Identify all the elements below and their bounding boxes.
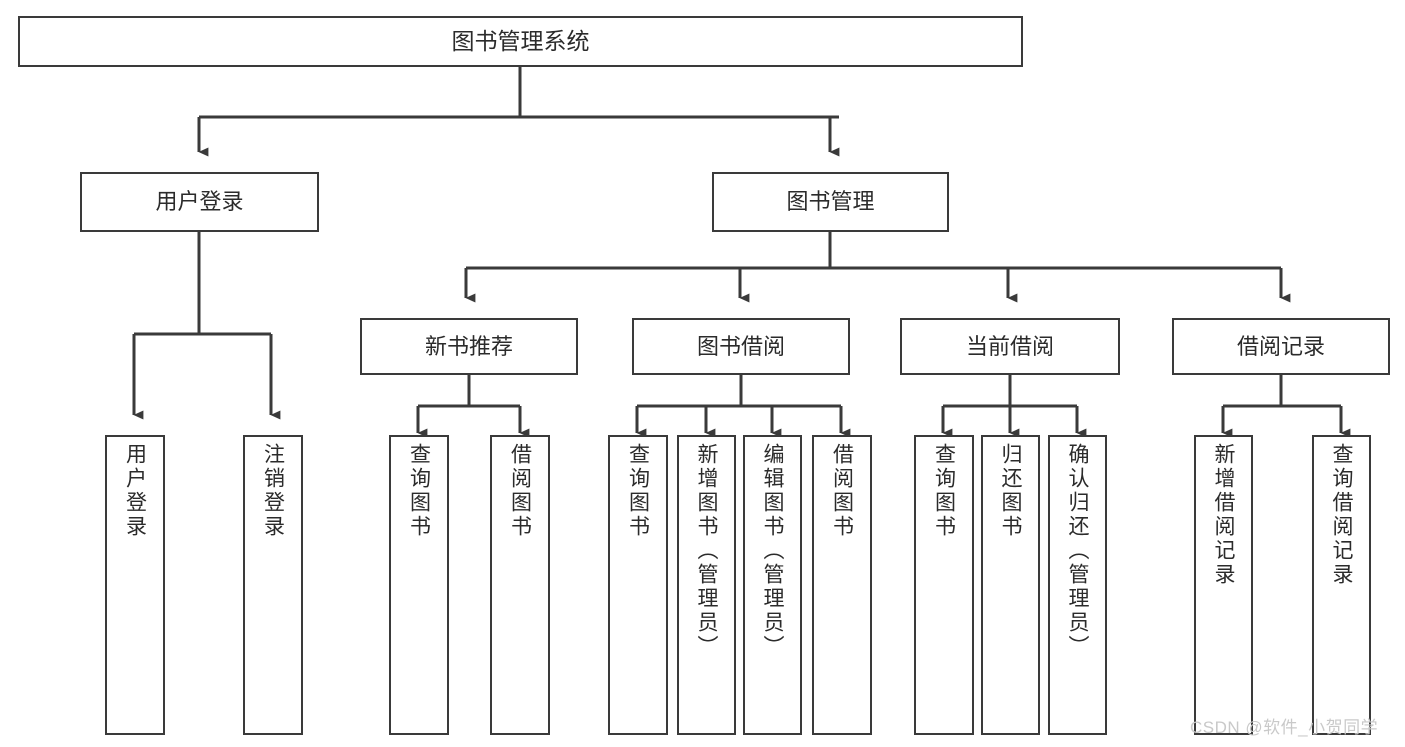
node-leaf-query-book-2[interactable]: 查询图书: [608, 435, 668, 735]
node-user-login[interactable]: 用户登录: [80, 172, 319, 232]
watermark: CSDN @软件_小贺同学: [1190, 718, 1379, 737]
node-leaf-confirm-return-label: 确认归还（管理员）: [1066, 443, 1089, 659]
node-leaf-return-book[interactable]: 归还图书: [981, 435, 1040, 735]
node-user-login-label: 用户登录: [155, 189, 244, 215]
node-leaf-logout[interactable]: 注销登录: [243, 435, 303, 735]
node-leaf-query-record-label: 查询借阅记录: [1330, 443, 1353, 587]
node-new-book-recommend-label: 新书推荐: [424, 333, 513, 359]
node-leaf-add-record[interactable]: 新增借阅记录: [1194, 435, 1253, 735]
node-root[interactable]: 图书管理系统: [18, 16, 1023, 67]
node-borrow-record-label: 借阅记录: [1236, 333, 1325, 359]
node-leaf-user-login[interactable]: 用户登录: [105, 435, 165, 735]
node-leaf-user-login-label: 用户登录: [123, 443, 147, 539]
node-leaf-add-record-label: 新增借阅记录: [1212, 443, 1235, 587]
node-leaf-borrow-book-1-label: 借阅图书: [508, 443, 532, 539]
node-leaf-add-book-label: 新增图书（管理员）: [695, 443, 718, 659]
node-book-borrow[interactable]: 图书借阅: [632, 318, 850, 375]
node-current-borrow[interactable]: 当前借阅: [900, 318, 1120, 375]
node-leaf-query-book-1[interactable]: 查询图书: [389, 435, 449, 735]
node-leaf-query-book-2-label: 查询图书: [626, 443, 650, 539]
node-book-manage-label: 图书管理: [786, 189, 875, 215]
node-leaf-edit-book-label: 编辑图书（管理员）: [761, 443, 784, 659]
node-current-borrow-label: 当前借阅: [965, 333, 1054, 359]
node-root-label: 图书管理系统: [451, 28, 590, 55]
node-leaf-return-book-label: 归还图书: [999, 443, 1022, 539]
node-leaf-query-record[interactable]: 查询借阅记录: [1312, 435, 1371, 735]
node-leaf-query-book-3[interactable]: 查询图书: [914, 435, 974, 735]
node-leaf-add-book[interactable]: 新增图书（管理员）: [677, 435, 736, 735]
node-leaf-confirm-return[interactable]: 确认归还（管理员）: [1048, 435, 1107, 735]
node-leaf-borrow-book-2-label: 借阅图书: [830, 443, 854, 539]
node-leaf-edit-book[interactable]: 编辑图书（管理员）: [743, 435, 802, 735]
node-borrow-record[interactable]: 借阅记录: [1172, 318, 1390, 375]
node-leaf-query-book-3-label: 查询图书: [932, 443, 956, 539]
node-book-manage[interactable]: 图书管理: [712, 172, 949, 232]
node-leaf-borrow-book-2[interactable]: 借阅图书: [812, 435, 872, 735]
node-new-book-recommend[interactable]: 新书推荐: [360, 318, 578, 375]
node-leaf-logout-label: 注销登录: [261, 443, 285, 539]
node-leaf-borrow-book-1[interactable]: 借阅图书: [490, 435, 550, 735]
node-book-borrow-label: 图书借阅: [696, 333, 785, 359]
node-leaf-query-book-1-label: 查询图书: [407, 443, 431, 539]
